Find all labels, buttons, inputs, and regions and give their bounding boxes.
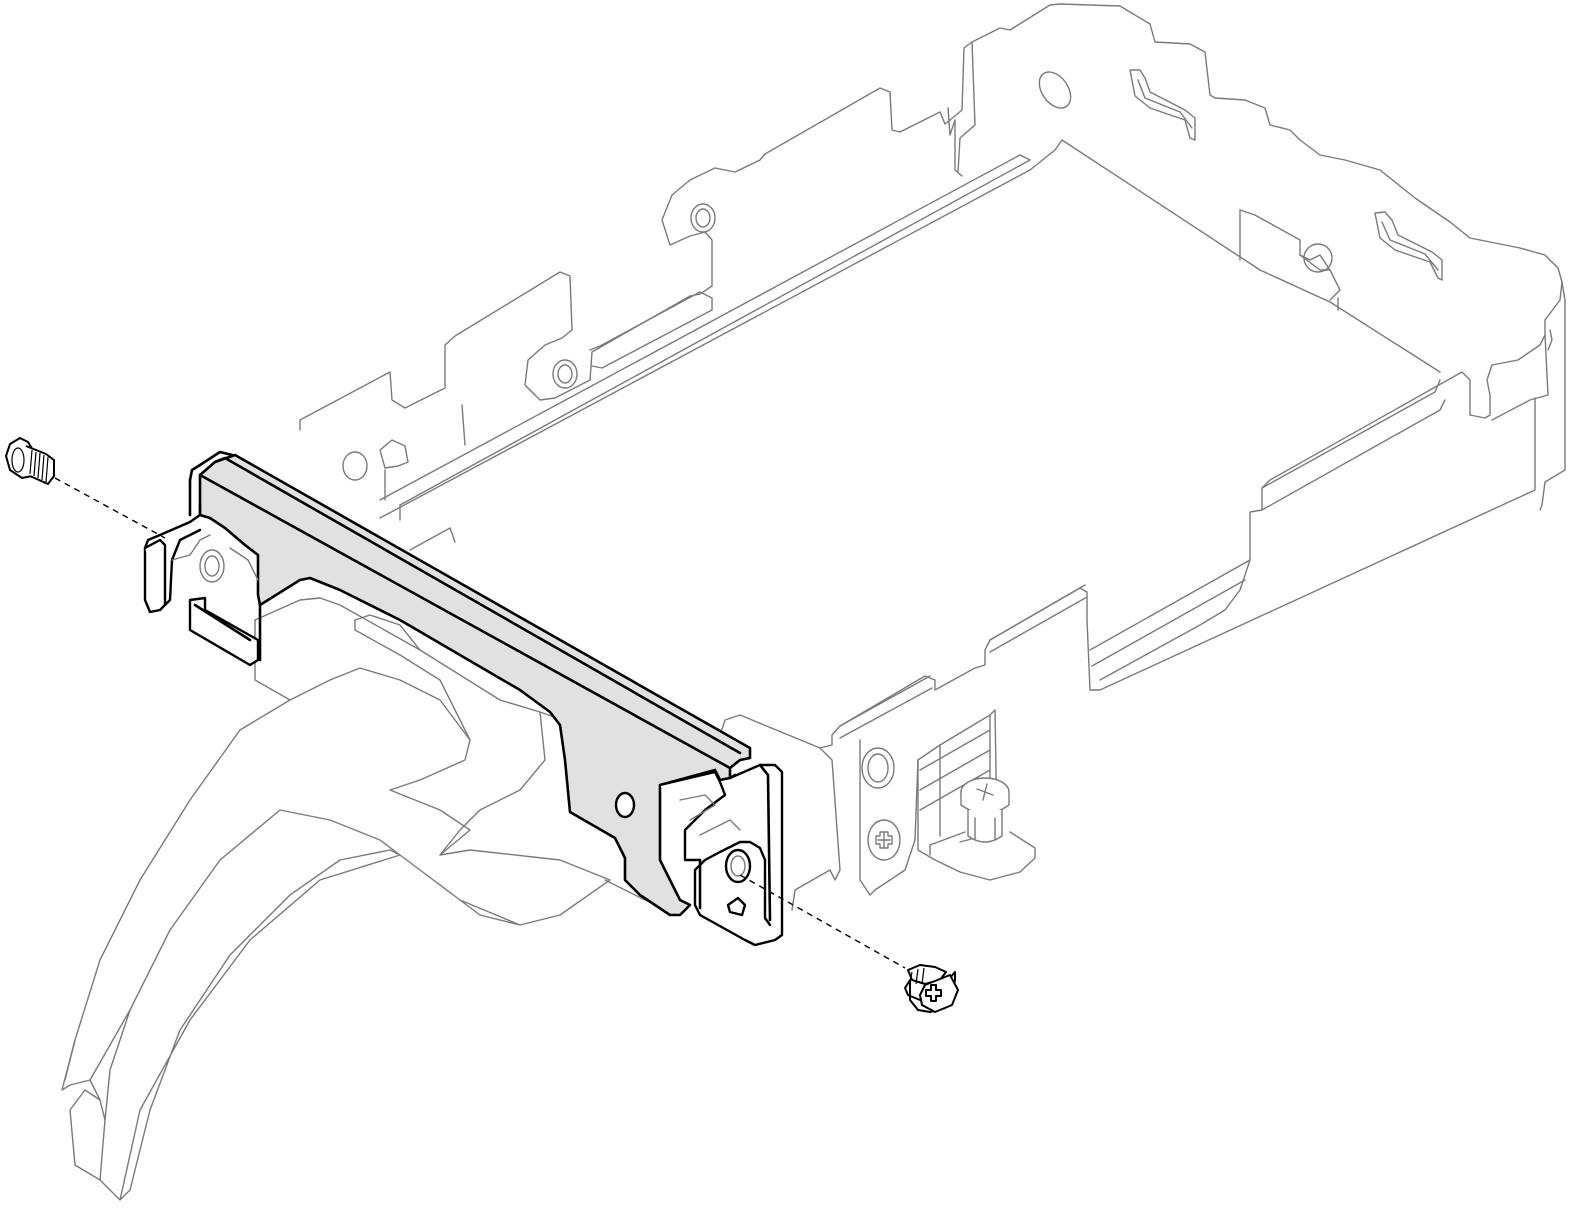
screw-icon [5,437,55,485]
captive-screw-icon [960,777,1010,843]
drive-handle-icon [61,597,666,1201]
alignment-line [739,874,906,969]
screw-icon [904,964,959,1013]
alignment-line [54,477,166,539]
drive-bracket-icon [143,450,784,947]
drive-cage-icon [299,3,1566,911]
